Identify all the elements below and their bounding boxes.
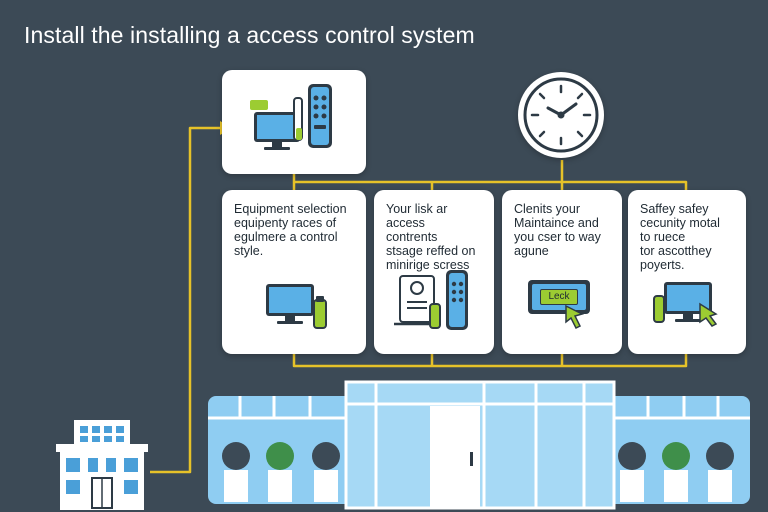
potted-plant-icon xyxy=(222,442,734,502)
page-title: Install the installing a access control … xyxy=(24,22,475,48)
monitor-keycard-icon xyxy=(266,284,327,329)
card-text: Saffey safey cecunity motal to ruece tor… xyxy=(640,202,720,272)
card-access-link: Your lisk ar access contrents stsage ref… xyxy=(374,190,494,354)
lock-screen-icon: Leck xyxy=(528,280,590,314)
card-text: Clenits your Maintaince and you cser to … xyxy=(514,202,601,258)
clock-icon xyxy=(523,77,599,153)
monitor-hand-icon xyxy=(653,282,718,327)
lock-label: Leck xyxy=(540,289,578,305)
card-maintenance: Clenits your Maintaince and you cser to … xyxy=(502,190,622,354)
card-equipment-selection: Equipment selection equipenty races of e… xyxy=(222,190,366,354)
clock xyxy=(518,72,604,158)
monitor-keypad-icon xyxy=(250,84,332,150)
cursor-hand-icon xyxy=(565,304,585,330)
top-device-card xyxy=(222,70,366,174)
card-text: Equipment selection equipenty races of e… xyxy=(234,202,347,258)
card-safety: Saffey safey cecunity motal to ruece tor… xyxy=(628,190,746,354)
card-text: Your lisk ar access contrents stsage ref… xyxy=(386,202,476,272)
document-reader-icon xyxy=(394,270,468,330)
office-building-icon xyxy=(56,420,148,510)
